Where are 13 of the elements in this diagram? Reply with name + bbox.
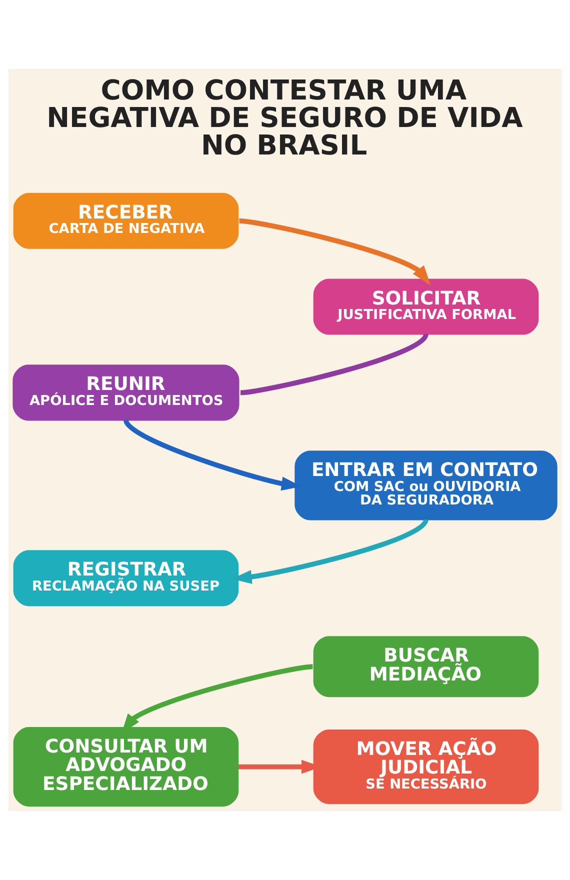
node-box: SOLICITAR JUSTIFICATIVA FORMAL [313,278,539,335]
arrow [232,518,428,584]
node-box: BUSCAR MEDIAÇÃO [313,636,539,698]
node-box: REGISTRAR RECLAMAÇÃO NA SUSEP [13,550,239,606]
node-box: REUNIR APÓLICE E DOCUMENTOS [12,364,240,421]
node-box: ENTRAR EM CONTATO COM SAC ou OUVIDORIA DA SEGURADORA [294,450,558,520]
node-box: CONSULTAR UM ADVOGADO ESPECIALIZADO [13,726,239,807]
arrow [239,218,431,286]
connector [240,332,428,396]
node-box: MOVER AÇÃO JUDICIAL SE NECESSÁRIO [313,729,539,804]
arrow [124,419,302,491]
diagram-title: COMO CONTESTAR UMA NEGATIVA DE SEGURO DE VIDA NO BRASIL [46,76,523,162]
node-box: RECEBER CARTA DE NEGATIVA [13,192,239,249]
